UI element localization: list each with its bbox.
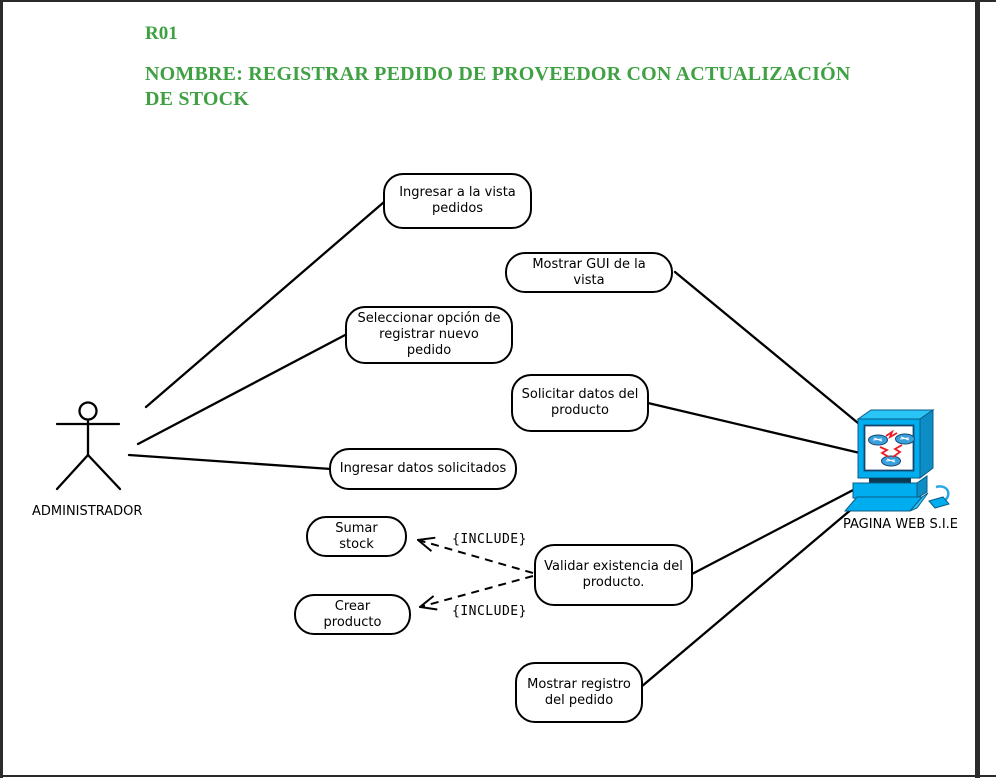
- include-label-sumar-stock: {INCLUDE}: [452, 532, 527, 547]
- line-admin-ingresar-vista: [144, 200, 386, 409]
- include-arrows: [418, 540, 534, 607]
- requirement-title-line1: NOMBRE: REGISTRAR PEDIDO DE PROVEEDOR CO…: [145, 63, 851, 85]
- line-sistema-mostrar-registro: [639, 506, 855, 689]
- frame-bottom-border: [0, 775, 996, 777]
- line-sistema-solicitar-datos: [646, 401, 862, 455]
- actor-left-leg: [55, 453, 90, 491]
- use-case-label: Sumar stock: [335, 520, 378, 552]
- use-case-sumar-stock: Sumar stock: [306, 516, 407, 557]
- use-case-label: Validar existencia del producto.: [544, 559, 683, 590]
- use-case-label: Crear producto: [323, 598, 382, 630]
- monitor-side-face: [919, 409, 934, 480]
- line-admin-seleccionar-opcion: [136, 332, 349, 446]
- use-case-label: Seleccionar opción de registrar nuevo pe…: [357, 311, 501, 358]
- use-case-label: Ingresar a la vista pedidos: [399, 185, 516, 216]
- use-case-mostrar-registro-pedido: Mostrar registro del pedido: [515, 662, 643, 723]
- requirement-title-line2: DE STOCK: [145, 88, 250, 110]
- include-arrow-crear-producto: [420, 575, 534, 607]
- use-case-label: Mostrar GUI de la vista: [532, 256, 646, 288]
- use-case-validar-existencia-producto: Validar existencia del producto.: [534, 544, 693, 606]
- include-label-crear-producto: {INCLUDE}: [452, 604, 527, 619]
- use-case-mostrar-gui-vista: Mostrar GUI de la vista: [505, 252, 673, 293]
- lightning-right: [892, 444, 903, 458]
- use-case-solicitar-datos-producto: Solicitar datos del producto: [511, 374, 649, 432]
- system-pagina-web-label: PAGINA WEB S.I.E: [843, 517, 959, 532]
- router-arrows: [872, 436, 910, 463]
- use-case-label: Solicitar datos del producto: [521, 387, 639, 418]
- requirement-code: R01: [145, 23, 178, 44]
- monitor-stand: [869, 478, 911, 483]
- association-lines-actor: [127, 200, 386, 471]
- base-front-face: [852, 482, 918, 499]
- line-admin-ingresar-datos: [127, 453, 333, 471]
- frame-right-border: [975, 0, 980, 778]
- line-sistema-validar-existencia: [690, 486, 859, 576]
- actor-administrador-label: ADMINISTRADOR: [32, 504, 143, 519]
- line-sistema-mostrar-gui: [673, 270, 860, 425]
- lightning-top: [885, 429, 898, 440]
- use-case-label: Ingresar datos solicitados: [339, 461, 507, 476]
- requirement-title: NOMBRE: REGISTRAR PEDIDO DE PROVEEDOR CO…: [145, 62, 905, 112]
- actor-right-leg: [86, 453, 122, 491]
- use-case-ingresar-vista-pedidos: Ingresar a la vista pedidos: [383, 173, 532, 229]
- lightning-left: [879, 446, 890, 458]
- use-case-crear-producto: Crear producto: [294, 594, 411, 635]
- use-case-ingresar-datos-solicitados: Ingresar datos solicitados: [329, 448, 517, 490]
- association-lines-system: [639, 270, 862, 689]
- include-arrow-sumar-stock: [418, 540, 534, 574]
- use-case-label: Mostrar registro del pedido: [527, 676, 631, 708]
- frame-top-border: [0, 0, 996, 2]
- frame-left-border: [0, 0, 3, 778]
- computer-icon: [843, 409, 950, 512]
- keyboard: [843, 496, 924, 512]
- actor-head: [78, 401, 98, 421]
- lightning-links: [879, 429, 903, 458]
- actor-administrador-figure: [55, 401, 122, 491]
- mouse: [928, 496, 950, 509]
- use-case-seleccionar-opcion-registrar: Seleccionar opción de registrar nuevo pe…: [345, 306, 513, 364]
